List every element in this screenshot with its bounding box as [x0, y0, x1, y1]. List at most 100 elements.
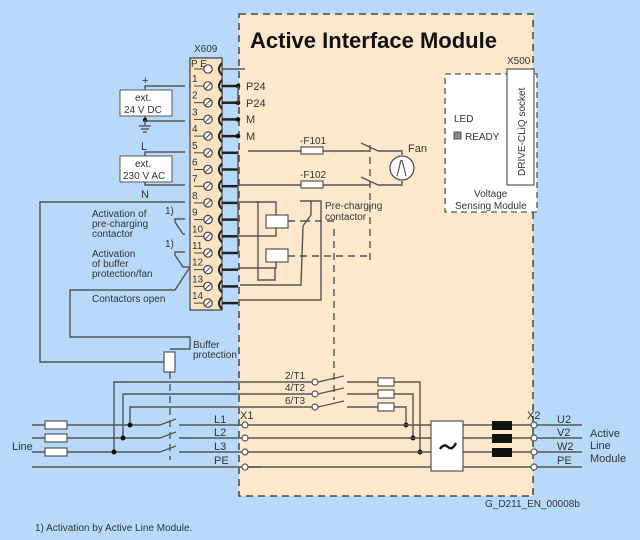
precharge-resistor-2 [377, 389, 395, 399]
screw-slot [204, 149, 212, 157]
screw-slot [204, 216, 212, 223]
x2-pe: PE [557, 455, 572, 467]
spring-clamp [218, 296, 223, 310]
x609-terminals [194, 62, 241, 310]
term-4t2: 4/T2 [285, 383, 305, 394]
act-pre-3: contactor [92, 229, 134, 240]
plus-label: + [142, 75, 148, 87]
junction-dot [235, 133, 241, 139]
contactors-open-label: Contactors open [92, 294, 165, 305]
line-label: Line [12, 441, 33, 453]
spring-clamp [218, 95, 223, 110]
note-1b: 1) [165, 239, 174, 250]
x2-terminal [530, 463, 538, 471]
alm-label-2: Line [590, 440, 611, 452]
x609-terminal-number: 14 [192, 291, 204, 302]
x1-l1: L1 [214, 414, 226, 426]
ext-24v-line2: 24 V DC [124, 105, 162, 116]
x2-u2: U2 [557, 414, 571, 426]
x609-terminal-screw [203, 64, 213, 74]
ext-230v-line2: 230 V AC [123, 171, 165, 182]
precharge-switch-2 [317, 387, 345, 395]
act-buf-3: protection/fan [92, 269, 153, 280]
contactors-open-wire [69, 266, 191, 350]
spring-clamp [218, 62, 223, 76]
buffer-label-1: Buffer [193, 340, 220, 351]
buffer-relay-coil [265, 248, 289, 263]
wire-230v-n [144, 182, 185, 186]
alm-label-3: Module [590, 453, 626, 465]
x609-terminal-number: 3 [192, 107, 198, 118]
footnote: 1) Activation by Active Line Module. [35, 523, 192, 534]
act-pre-1: Activation of [92, 209, 147, 220]
x609-terminal-number: 9 [192, 208, 198, 219]
x609-terminal-number: 8 [192, 191, 198, 202]
fan-label: Fan [408, 143, 427, 155]
x609-terminal-number: 1 [192, 74, 198, 85]
screw-slot [204, 299, 212, 307]
x609-terminal-number: 12 [192, 258, 204, 269]
main-contactor-3 [159, 445, 177, 453]
screw-slot [204, 199, 212, 207]
act-pre-2: pre-charging [92, 219, 148, 230]
signal-p24-1: P24 [246, 81, 266, 93]
module-title: Active Interface Module [250, 28, 497, 53]
precharge-resistor-1 [377, 377, 395, 387]
ready-label: READY [465, 132, 500, 143]
n-label: N [141, 189, 149, 201]
fuse-f101 [300, 146, 324, 155]
spring-clamp [218, 279, 223, 294]
x609-terminal-number: 13 [192, 274, 204, 285]
precharge-switch-3 [317, 400, 345, 408]
wire-230v-l [144, 151, 185, 156]
x1-terminal [241, 463, 249, 471]
led-label: LED [454, 114, 473, 125]
alm-label-1: Active [590, 428, 620, 440]
signal-m-2: M [246, 131, 255, 143]
x609-label: X609 [194, 44, 218, 55]
term-2t1: 2/T1 [285, 371, 305, 382]
fuse-f102 [300, 180, 324, 189]
signal-m-1: M [246, 114, 255, 126]
ext-24v-line1: ext. [135, 93, 151, 104]
buffer-return-wire [39, 201, 185, 363]
screw-slot [204, 116, 212, 123]
vsm-label-1: Voltage [474, 189, 508, 200]
junction-dot [235, 117, 241, 122]
doc-id: G_D211_EN_00008b [485, 499, 580, 510]
inductor-3 [492, 448, 512, 457]
x1-l3: L3 [214, 441, 226, 453]
x1-terminal [241, 434, 249, 442]
spring-clamp [218, 79, 223, 93]
pe-label: P E [191, 59, 207, 70]
wire-24v-minus [144, 116, 185, 122]
ext-230v-line1: ext. [135, 159, 151, 170]
note-1a: 1) [165, 206, 174, 217]
line-fuse-2 [44, 433, 68, 443]
screw-slot [204, 132, 212, 140]
screw-slot [204, 82, 212, 90]
act-buf-2: of buffer [92, 259, 129, 270]
main-contactor-2 [159, 431, 177, 439]
term-6t3: 6/T3 [285, 396, 305, 407]
spring-clamp [218, 162, 223, 177]
x1-label: X1 [240, 410, 253, 422]
wire-24v-plus [144, 85, 185, 90]
x2-terminal [530, 421, 538, 429]
inductor-2 [492, 434, 512, 443]
buffer-activation-contact [174, 251, 190, 268]
main-contactor-1 [159, 418, 177, 426]
x2-terminal [530, 434, 538, 442]
precharge-label-1: Pre-charging [325, 201, 382, 212]
f101-label: -F101 [300, 136, 327, 147]
x1-l2: L2 [214, 427, 226, 439]
screw-slot [204, 249, 212, 257]
ground-icon [139, 120, 151, 133]
x609-terminal-number: 6 [192, 158, 198, 169]
precharge-switch-1 [317, 375, 345, 383]
buffer-protection-relay [163, 351, 176, 373]
x609-terminal-number: 5 [192, 141, 198, 152]
spring-clamp [218, 146, 223, 160]
